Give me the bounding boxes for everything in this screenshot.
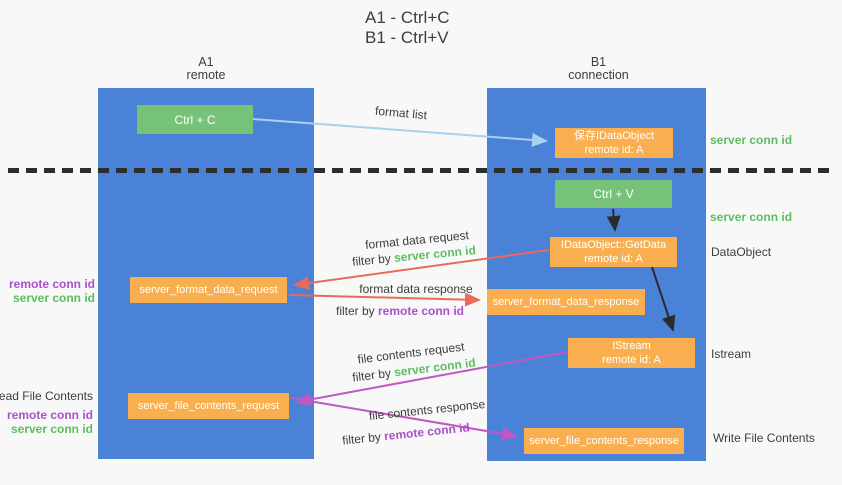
- node-format-response: server_format_data_response: [487, 289, 645, 315]
- format-response-arrow: [288, 292, 481, 307]
- node-istream-line1: IStream: [612, 340, 651, 352]
- title-line-1: A1 - Ctrl+C: [365, 8, 450, 27]
- left-labels-file-conn-ids: remote conn id server conn id: [7, 408, 93, 436]
- right-label-server-conn-id-mid: server conn id: [710, 210, 793, 224]
- left-label-read-file-contents: Read File Contents: [0, 389, 93, 403]
- node-format-response-label: server_format_data_response: [492, 296, 640, 308]
- lane-a1-role: remote: [186, 68, 226, 82]
- lane-a1-name: A1: [198, 55, 214, 69]
- left-label-remote-conn-id-1: remote conn id: [8, 277, 95, 291]
- title-line-2: B1 - Ctrl+V: [365, 28, 449, 47]
- node-getdata-line2: remote id: A: [584, 253, 643, 265]
- node-ctrl-v-label: Ctrl + V: [593, 187, 634, 201]
- node-file-response-label: server_file_contents_response: [529, 435, 679, 447]
- node-istream: IStream remote id: A: [568, 338, 695, 368]
- format-request-arrow: [293, 249, 550, 291]
- filter-by-text: filter by: [335, 304, 378, 318]
- dashed-divider-line: [8, 168, 834, 173]
- node-ctrl-c: Ctrl + C: [137, 105, 253, 134]
- node-file-response: server_file_contents_response: [524, 428, 684, 454]
- right-label-dataobject: DataObject: [711, 245, 772, 259]
- node-save-idataobject-line2: remote id: A: [584, 144, 644, 156]
- flow-label-format-response-filter: filter by remote conn id: [336, 304, 464, 318]
- node-getdata-line1: IDataObject::GetData: [560, 239, 667, 251]
- lane-header-b1: B1 connection: [489, 56, 708, 82]
- right-label-write-file-contents: Write File Contents: [713, 431, 815, 445]
- right-label-istream: Istream: [711, 347, 752, 361]
- node-format-request-label: server_format_data_request: [139, 284, 278, 296]
- left-label-server-conn-id-2: server conn id: [10, 422, 93, 436]
- left-label-server-conn-id-1: server conn id: [12, 291, 95, 305]
- node-save-idataobject-line1: 保存IDataObject: [573, 130, 655, 142]
- node-ctrl-c-label: Ctrl + C: [174, 112, 216, 127]
- node-istream-line2: remote id: A: [602, 354, 661, 366]
- node-format-request: server_format_data_request: [130, 277, 287, 303]
- lane-header-a1: A1 remote: [98, 56, 314, 82]
- flow-label-format-data-response: format data response: [359, 282, 473, 296]
- getdata-to-istream-arrow: [651, 266, 676, 332]
- node-getdata: IDataObject::GetData remote id: A: [550, 237, 677, 267]
- node-save-idataobject: 保存IDataObject remote id: A: [555, 128, 673, 158]
- node-file-request-label: server_file_contents_request: [137, 400, 280, 412]
- left-labels-format-conn-ids: remote conn id server conn id: [9, 277, 95, 305]
- lane-b1-role: connection: [568, 68, 629, 82]
- file-response-arrow: [290, 397, 518, 441]
- right-label-server-conn-id-top: server conn id: [710, 133, 793, 147]
- left-label-remote-conn-id-2: remote conn id: [6, 408, 93, 422]
- diagram-title: A1 - Ctrl+C B1 - Ctrl+V: [365, 8, 450, 48]
- lane-b1-name: B1: [590, 55, 607, 69]
- ctrlv-to-getdata-arrow: [606, 208, 621, 232]
- node-ctrl-v: Ctrl + V: [555, 180, 672, 208]
- file-request-arrow: [295, 351, 568, 407]
- format-list-arrow: [252, 118, 548, 147]
- remote-conn-id-key: remote conn id: [378, 304, 465, 318]
- node-file-request: server_file_contents_request: [128, 393, 289, 419]
